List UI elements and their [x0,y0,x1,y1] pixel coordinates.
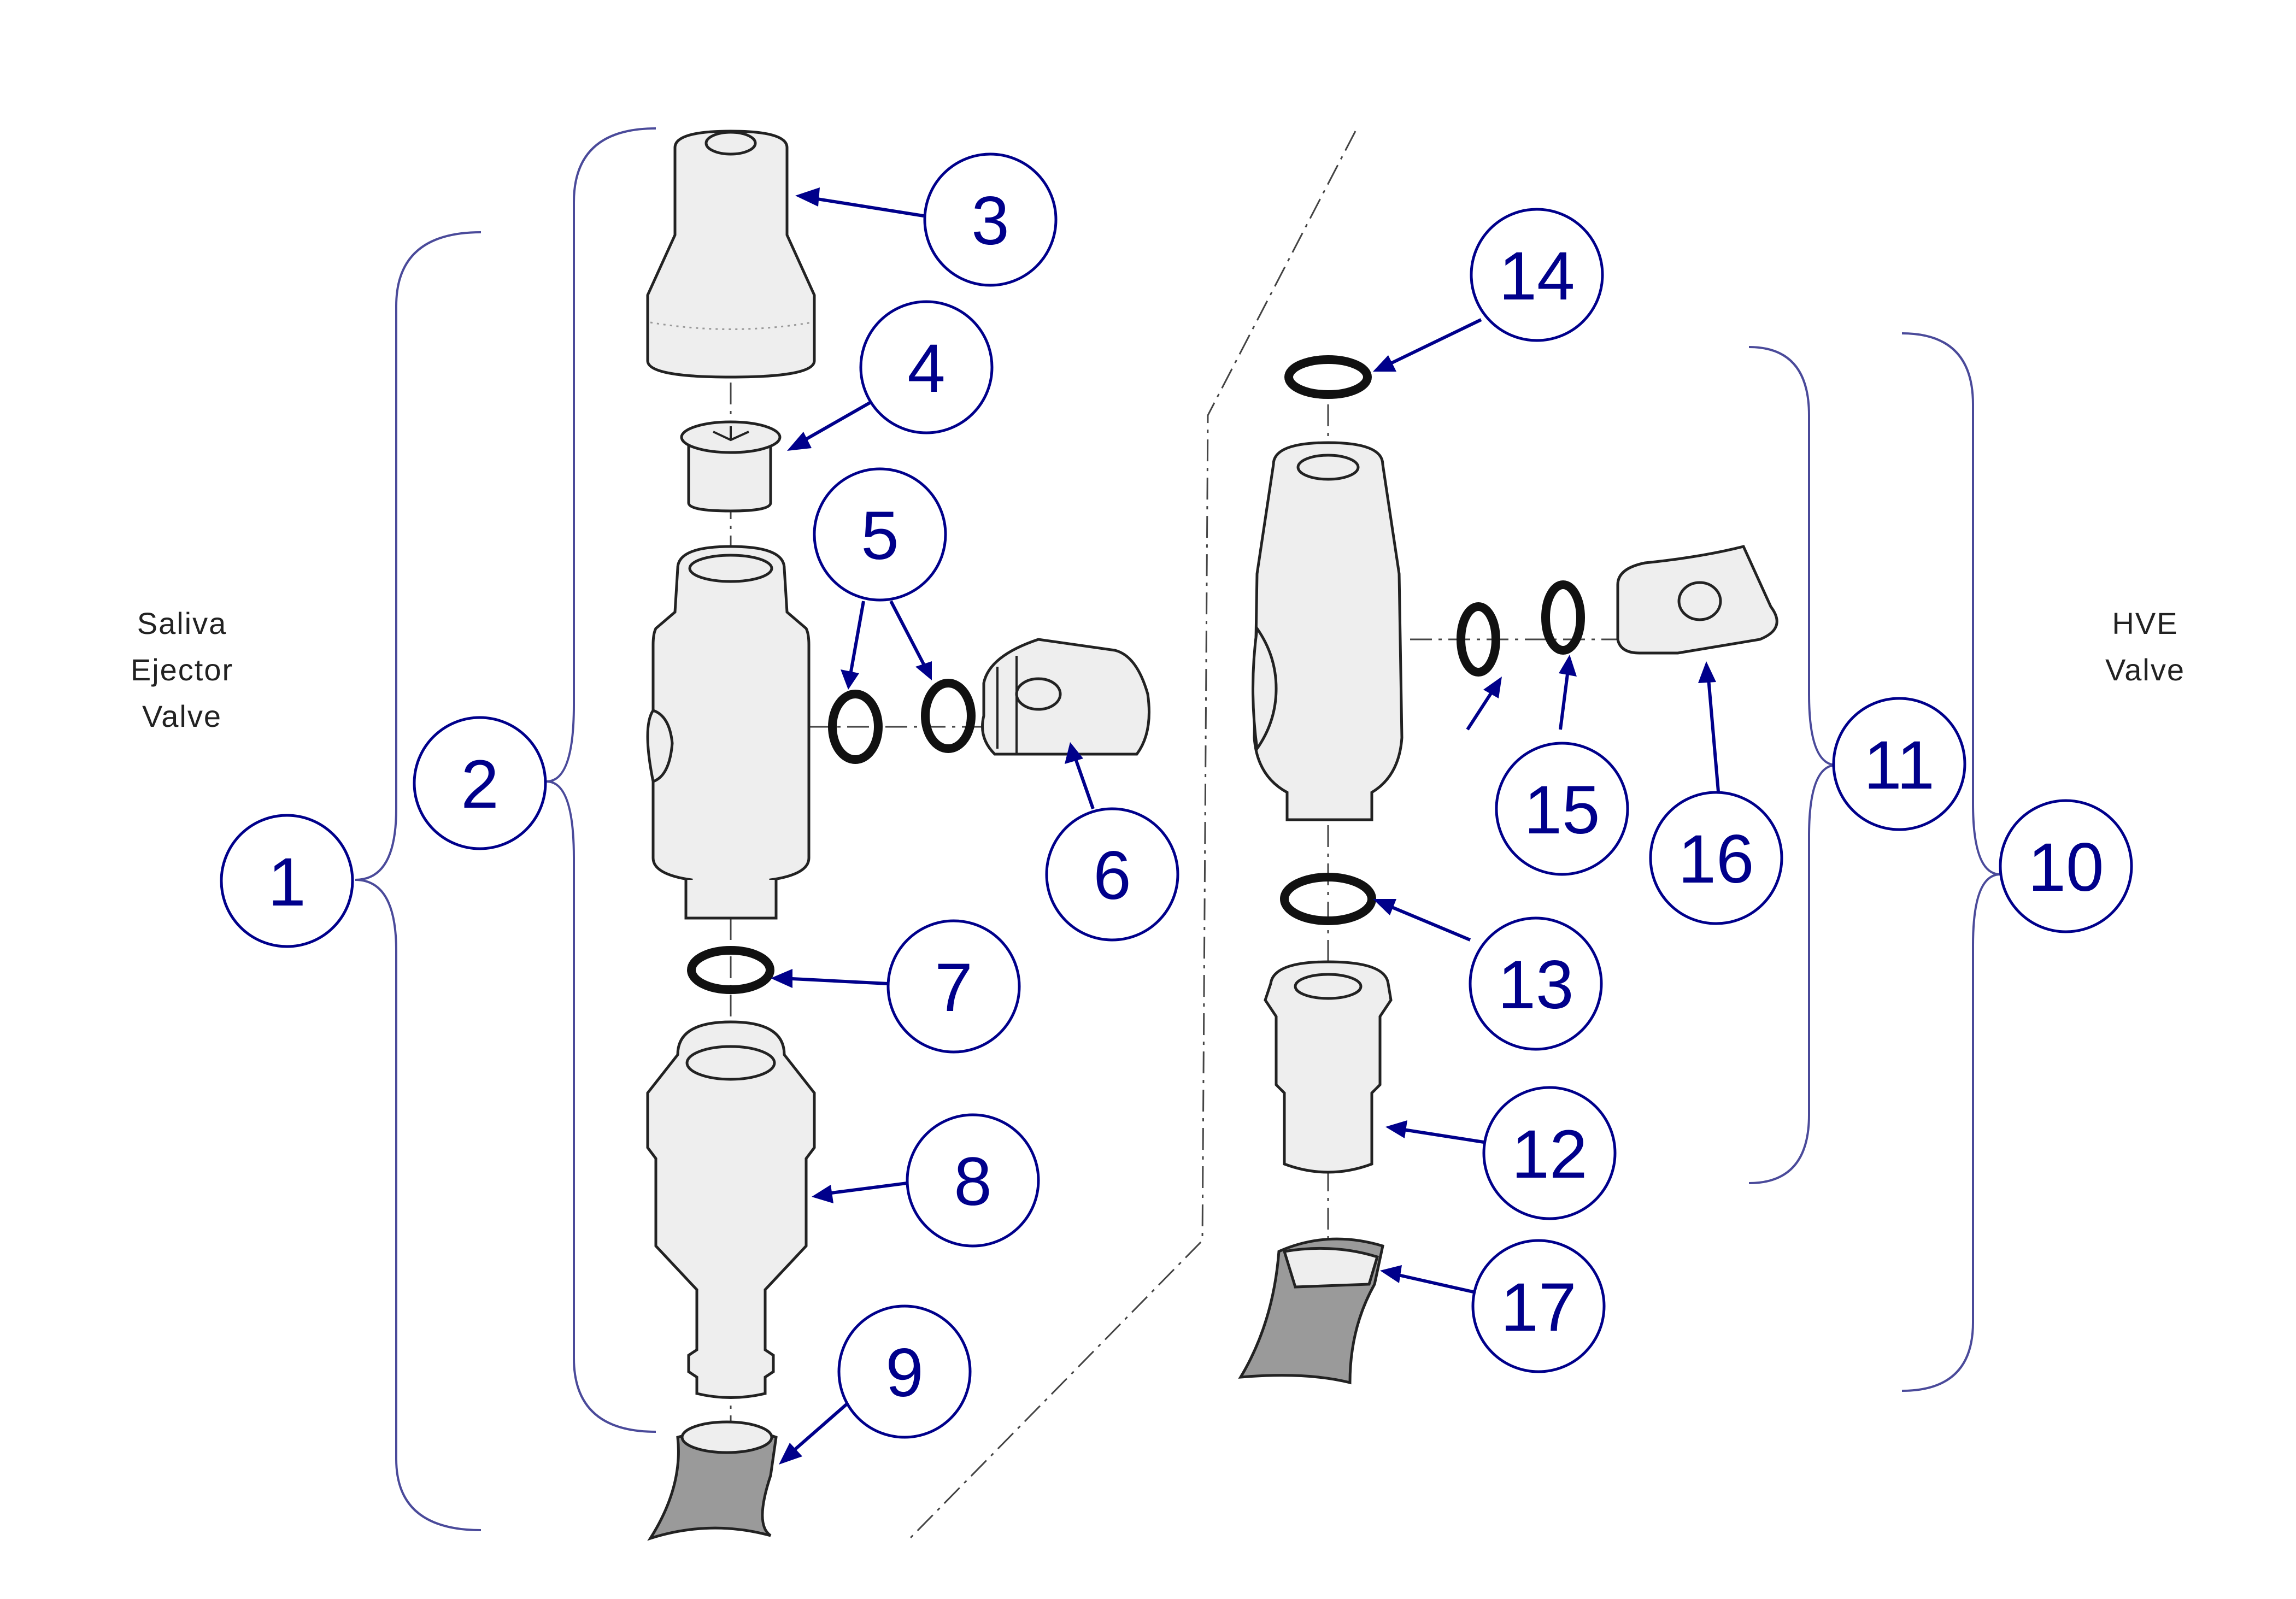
part-4-insert [680,420,782,513]
callout-7: 7 [886,919,1021,1054]
svg-text:5: 5 [861,498,899,574]
svg-text:14: 14 [1499,238,1575,314]
brace-11 [1748,346,1837,1184]
svg-text:9: 9 [885,1335,924,1411]
svg-text:10: 10 [2028,830,2104,906]
saliva-ejector-valve-body [646,545,811,920]
callout-15: 15 [1495,742,1629,876]
label-line-valve: Valve [142,699,222,733]
callout-14: 14 [1470,208,1604,342]
part-17-tubing [1238,1237,1384,1385]
brace-10 [1901,332,2001,1392]
callout-16: 16 [1649,791,1783,925]
callout-8: 8 [906,1113,1040,1248]
svg-text:13: 13 [1498,947,1573,1023]
svg-text:6: 6 [1093,838,1131,914]
part-6-valve-stem [981,638,1150,756]
part-8-hose-adapter [646,1020,816,1399]
leader-arrows [771,187,1720,1465]
svg-text:15: 15 [1524,772,1600,848]
part-15-o-rings [1457,580,1585,677]
brace-1 [355,231,481,1531]
part-14-o-ring [1284,355,1372,399]
callout-13: 13 [1469,916,1603,1051]
part-5-o-rings [828,679,976,764]
svg-text:11: 11 [1864,727,1935,803]
svg-text:17: 17 [1500,1269,1576,1345]
brace-2 [546,127,656,1433]
part-3-tip-cap [646,130,816,379]
svg-text:7: 7 [935,950,973,1026]
callout-12: 12 [1482,1086,1617,1220]
svg-text:2: 2 [461,746,499,822]
svg-text:8: 8 [954,1144,992,1220]
hve-valve-body [1252,441,1404,821]
callout-11: 11 [1832,697,1966,831]
label-line-valve-right: Valve [2105,652,2185,687]
hve-valve-label: HVE Valve [2105,606,2185,687]
svg-text:16: 16 [1678,821,1754,897]
callout-10: 10 [1999,799,2133,933]
part-7-o-ring [687,946,774,994]
callout-6: 6 [1045,807,1179,942]
label-line-saliva: Saliva [137,606,227,640]
callout-5: 5 [813,467,947,602]
part-9-tubing [647,1420,778,1541]
part-16-valve-stem [1616,545,1778,655]
svg-text:3: 3 [971,183,1009,259]
label-line-hve: HVE [2112,606,2178,640]
saliva-ejector-valve-label: Saliva Ejector Valve [131,606,233,733]
callout-3: 3 [923,152,1058,287]
svg-text:1: 1 [268,844,306,920]
callout-2: 2 [413,716,547,850]
part-13-o-ring [1280,873,1376,925]
svg-text:4: 4 [907,331,946,407]
callout-9: 9 [837,1304,972,1439]
svg-text:12: 12 [1511,1116,1587,1192]
label-line-ejector: Ejector [131,652,233,687]
separator-line [906,131,1357,1542]
part-12-hose-nipple [1264,960,1393,1174]
callout-1: 1 [220,814,354,948]
callout-17: 17 [1471,1239,1606,1373]
callout-4: 4 [859,300,994,434]
